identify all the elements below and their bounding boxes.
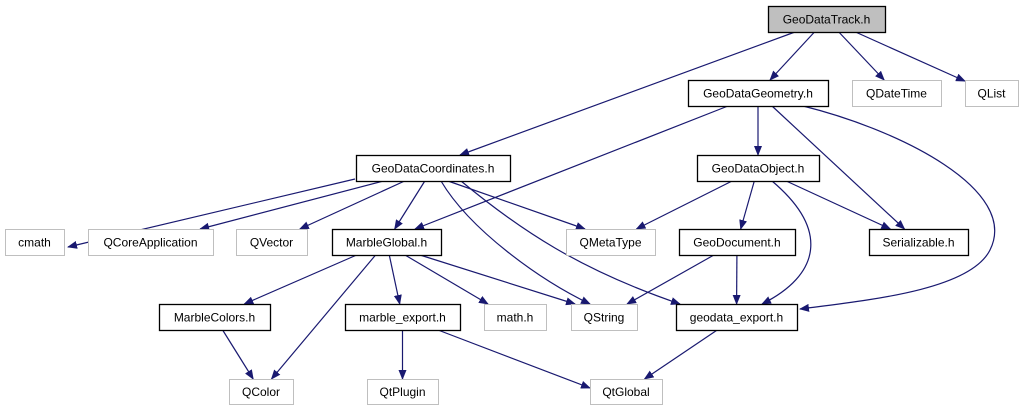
node-qdatetime: QDateTime	[852, 80, 942, 107]
node-label: QList	[977, 87, 1006, 101]
node-label: QCoreApplication	[103, 236, 197, 250]
node-cmath: cmath	[5, 229, 65, 256]
node-label: GeoDocument.h	[693, 236, 780, 250]
node-track[interactable]: GeoDataTrack.h	[767, 5, 887, 34]
node-box	[566, 229, 656, 256]
edge-coordinates-to-qstring	[440, 180, 591, 305]
node-box	[331, 228, 443, 257]
node-label: GeoDataTrack.h	[783, 13, 871, 27]
node-box	[158, 303, 272, 332]
node-marblecolors[interactable]: MarbleColors.h	[158, 303, 272, 332]
edge-geometry-to-marbleglobal	[414, 105, 729, 230]
node-label: QColor	[242, 385, 280, 399]
node-qcoreapp: QCoreApplication	[88, 229, 214, 256]
edge-geodataexport-to-qtglobal	[643, 329, 718, 380]
node-label: MarbleGlobal.h	[346, 236, 427, 250]
node-box	[344, 303, 462, 332]
edge-marbleglobal-to-marbleexport	[388, 254, 402, 305]
node-qtglobal: QtGlobal	[590, 379, 663, 405]
edges-layer	[67, 31, 996, 389]
node-serializable[interactable]: Serializable.h	[868, 228, 970, 257]
edge-marblecolors-to-qcolor	[222, 329, 254, 380]
node-label: QMetaType	[579, 236, 641, 250]
node-box	[229, 379, 294, 405]
edge-track-to-qdatetime	[838, 31, 885, 81]
edge-object-to-qmetatype	[635, 180, 733, 230]
node-box	[678, 228, 797, 257]
node-label: QtPlugin	[379, 385, 425, 399]
node-qcolor: QColor	[229, 379, 294, 405]
node-geometry[interactable]: GeoDataGeometry.h	[687, 79, 830, 108]
edge-marbleglobal-to-mathh	[404, 254, 489, 305]
edge-object-to-geodocument	[739, 180, 755, 230]
node-label: GeoDataObject.h	[712, 162, 805, 176]
edge-coordinates-to-qmetatype	[447, 180, 586, 230]
node-coordinates[interactable]: GeoDataCoordinates.h	[355, 154, 512, 183]
edge-coordinates-to-marbleglobal	[394, 180, 426, 230]
node-label: QVector	[250, 236, 293, 250]
edge-coordinates-to-qcoreapp	[199, 180, 384, 231]
node-marbleglobal[interactable]: MarbleGlobal.h	[331, 228, 443, 257]
edge-marbleglobal-to-qstring	[419, 254, 576, 306]
node-label: QString	[584, 311, 625, 325]
edge-coordinates-to-qvector	[298, 180, 405, 230]
node-label: geodata_export.h	[690, 311, 783, 325]
edge-marbleglobal-to-qcolor	[270, 254, 377, 380]
node-qlist: QList	[965, 80, 1019, 107]
node-geodataexport[interactable]: geodata_export.h	[675, 303, 799, 332]
edge-geometry-to-serializable	[771, 105, 906, 230]
node-box	[675, 303, 799, 332]
node-label: GeoDataGeometry.h	[703, 87, 813, 101]
node-qstring: QString	[571, 304, 638, 331]
edge-object-to-geodataexport	[761, 180, 812, 305]
node-qtplugin: QtPlugin	[367, 379, 439, 405]
node-box	[88, 229, 214, 256]
node-box	[965, 80, 1019, 107]
node-label: Serializable.h	[882, 236, 954, 250]
node-geodocument[interactable]: GeoDocument.h	[678, 228, 797, 257]
node-box	[484, 304, 547, 331]
node-box	[687, 79, 830, 108]
node-box	[367, 379, 439, 405]
edge-object-to-serializable	[785, 180, 892, 230]
node-box	[5, 229, 65, 256]
node-box	[590, 379, 663, 405]
node-marbleexport[interactable]: marble_export.h	[344, 303, 462, 332]
node-label: GeoDataCoordinates.h	[372, 162, 495, 176]
node-box	[571, 304, 638, 331]
edge-coordinates-to-geodataexport	[460, 180, 681, 305]
node-label: math.h	[497, 311, 534, 325]
node-label: QDateTime	[866, 87, 927, 101]
node-box	[355, 154, 512, 183]
edge-marbleglobal-to-marblecolors	[243, 254, 357, 305]
node-box	[696, 154, 821, 183]
edge-marbleexport-to-qtglobal	[437, 329, 591, 389]
node-qmetatype: QMetaType	[566, 229, 656, 256]
node-label: marble_export.h	[359, 311, 446, 325]
node-object[interactable]: GeoDataObject.h	[696, 154, 821, 183]
node-box	[868, 228, 970, 257]
node-box	[852, 80, 942, 107]
edge-track-to-geometry	[769, 31, 815, 81]
node-qvector: QVector	[236, 229, 308, 256]
edge-track-to-qlist	[855, 31, 966, 82]
edge-track-to-coordinates	[459, 31, 796, 156]
edge-geometry-to-geodataexport	[799, 105, 996, 312]
node-mathh: math.h	[484, 304, 547, 331]
node-label: QtGlobal	[602, 385, 649, 399]
node-label: MarbleColors.h	[174, 311, 255, 325]
node-label: cmath	[18, 236, 51, 250]
node-box	[236, 229, 308, 256]
edge-geodocument-to-qstring	[626, 254, 715, 305]
node-box	[767, 5, 887, 34]
